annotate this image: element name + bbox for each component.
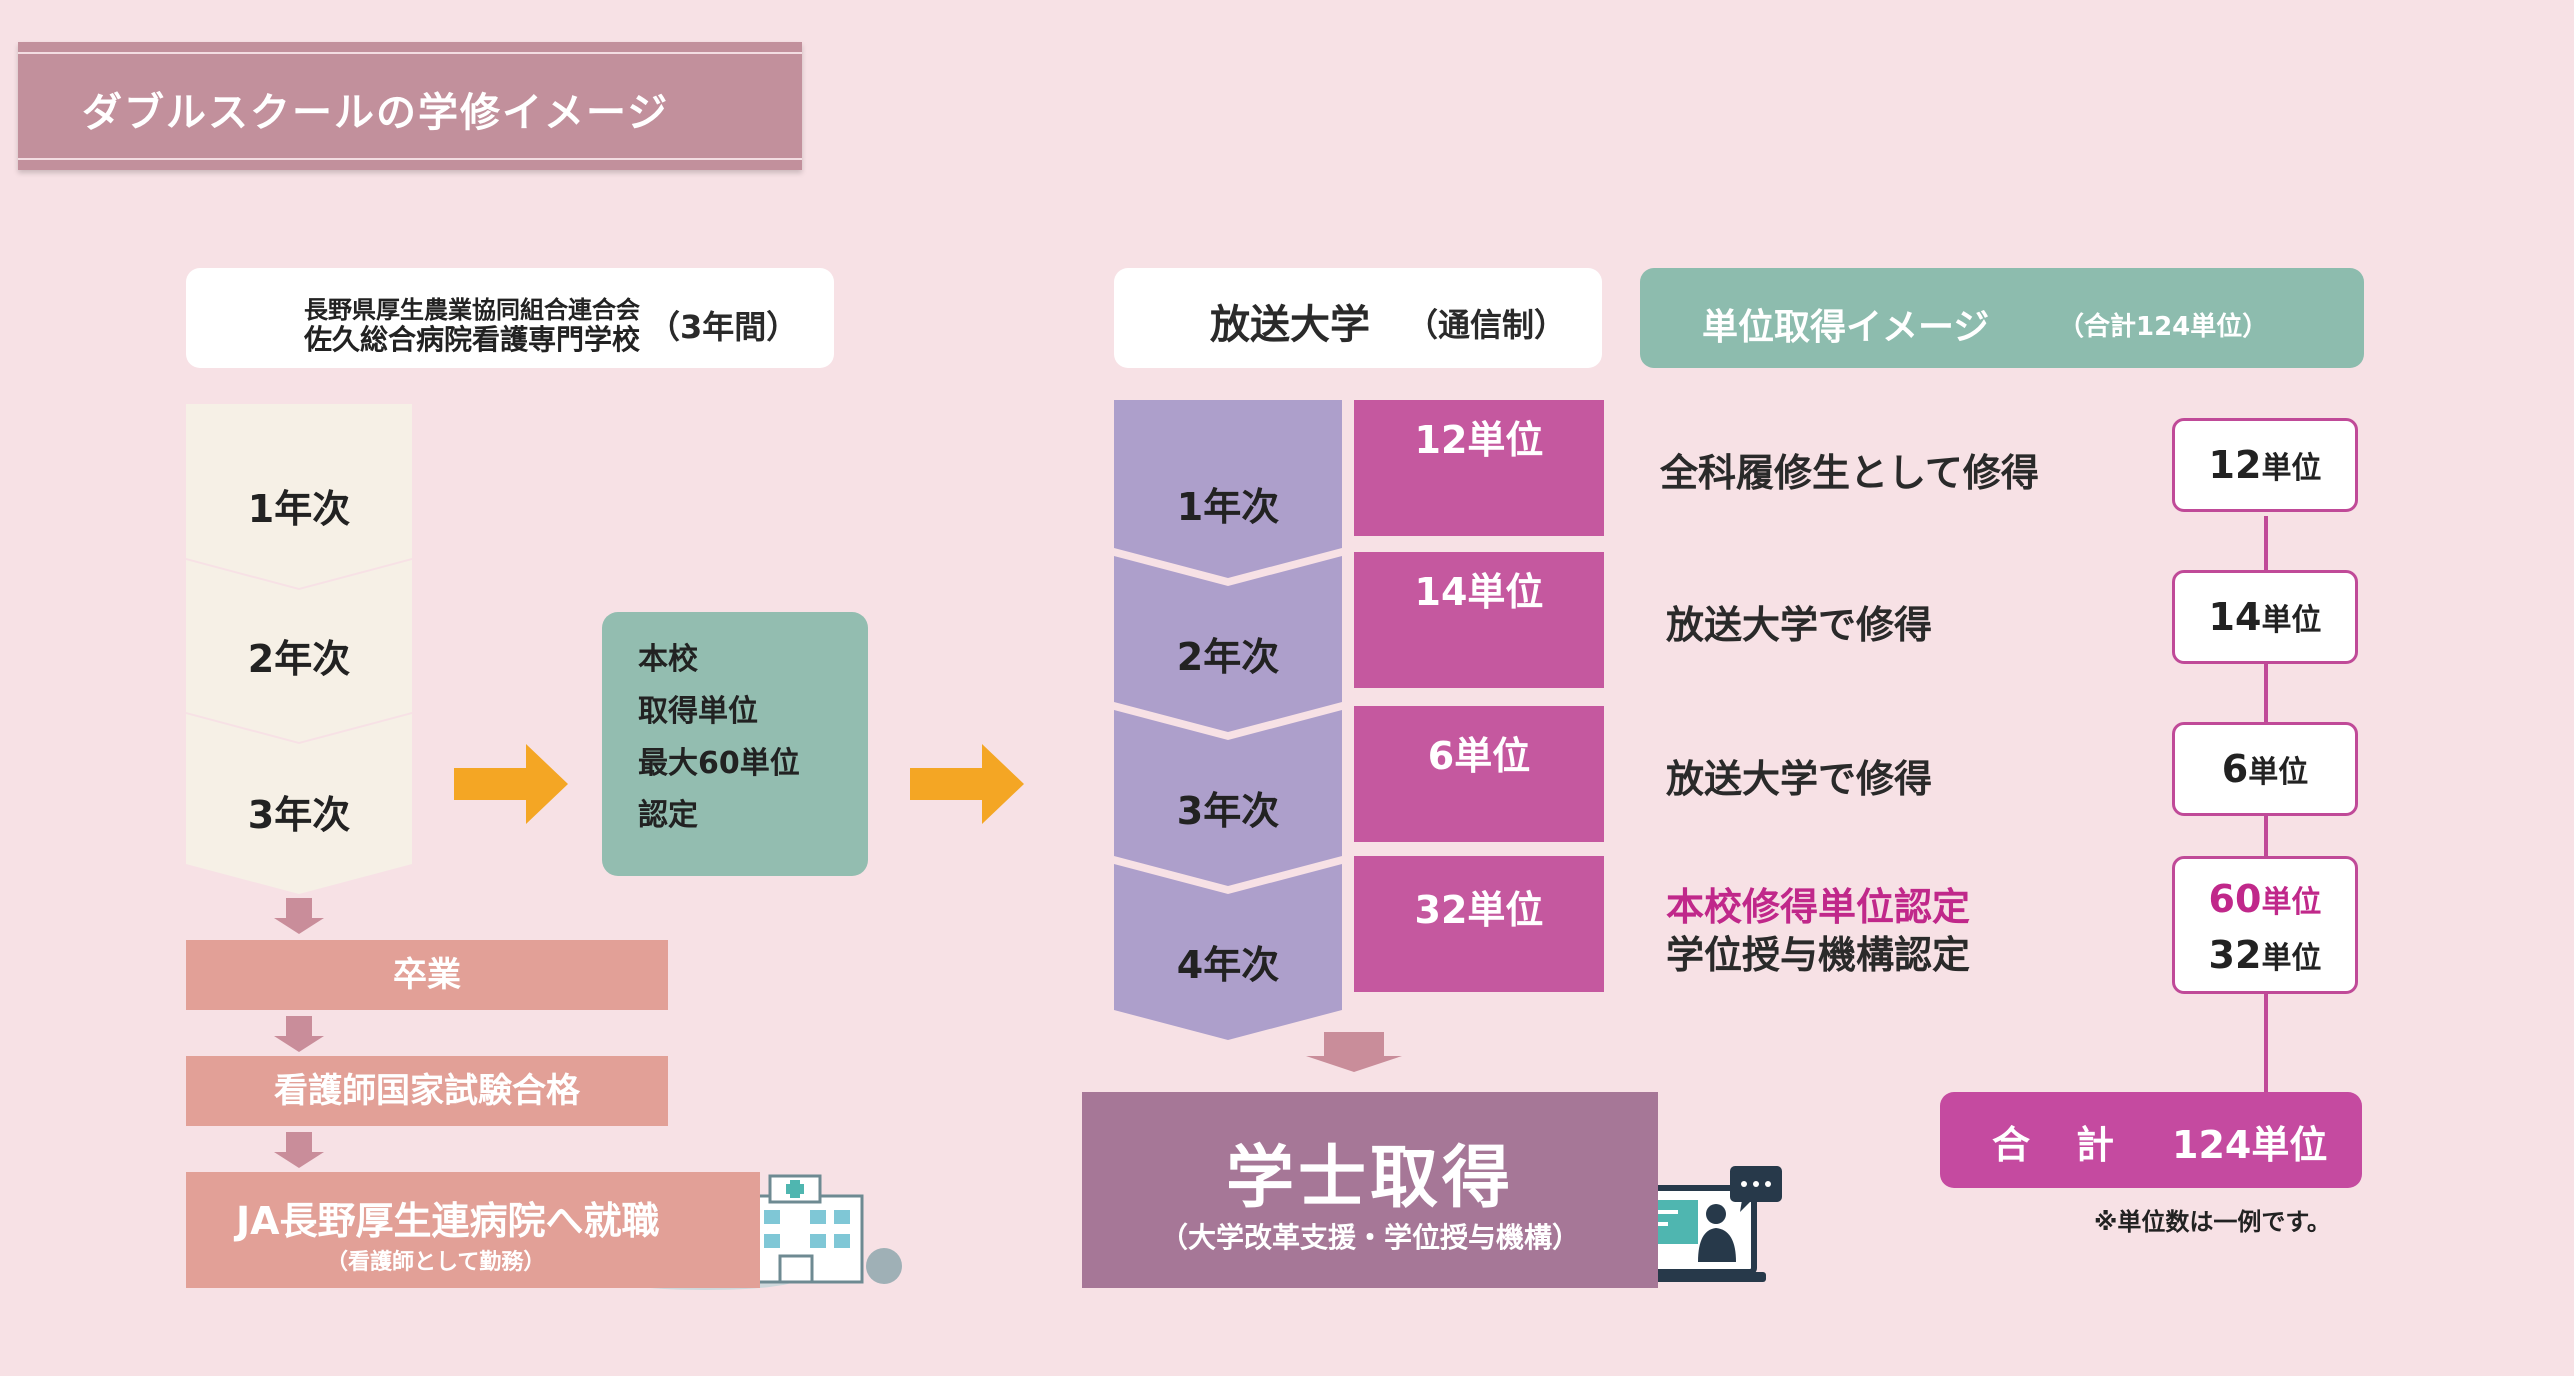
total-label: 合 計	[1992, 1123, 2119, 1167]
year1-credits: 12単位	[1354, 400, 1604, 536]
mid-year-label-4: 4年次	[1176, 943, 1280, 987]
graduation-step: 卒業	[186, 940, 668, 1010]
orange-arrow-2	[910, 744, 1024, 824]
desc-row4-line1: 本校修得単位認定	[1666, 885, 1971, 929]
year-chevron-mid-2	[1114, 556, 1342, 732]
degree-box: 学士取得 （大学改革支援・学位授与機構）	[1082, 1092, 1658, 1288]
page-title: ダブルスクールの学修イメージ	[82, 90, 670, 136]
year-chevron-left-3	[186, 714, 412, 894]
year-chevron-left-2	[186, 560, 412, 742]
credit-box-4a: 60単位	[2175, 875, 2355, 931]
credit-box-4a-unit: 単位	[2261, 885, 2322, 920]
credit-box-3-unit: 単位	[2248, 755, 2309, 790]
desc-row4-line2: 学位授与機構認定	[1666, 933, 1971, 977]
total-credits-box: 合 計 124単位	[1940, 1092, 2362, 1188]
credit-box-4b: 32単位	[2175, 931, 2355, 987]
job-step-title: JA長野厚生連病院へ就職	[236, 1199, 660, 1243]
year1-credits-text: 12単位	[1414, 418, 1544, 462]
exam-step: 看護師国家試験合格	[186, 1056, 668, 1126]
credit-box-4: 60単位 32単位	[2172, 856, 2358, 994]
credit-box-1: 12単位	[2172, 418, 2358, 512]
school-org-line2: 佐久総合病院看護専門学校	[304, 323, 641, 356]
year3-credits-text: 6単位	[1427, 734, 1531, 778]
job-step-note: （看護師として勤務）	[326, 1250, 546, 1275]
down-arrow-degree	[1306, 1032, 1402, 1072]
mid-year-label-2: 2年次	[1176, 635, 1280, 679]
credit-box-1-unit: 単位	[2261, 451, 2322, 486]
job-step: JA長野厚生連病院へ就職 （看護師として勤務）	[186, 1172, 760, 1288]
year2-credits-text: 14単位	[1414, 570, 1544, 614]
banner-line-top	[18, 52, 802, 54]
down-arrows-left	[274, 898, 324, 1168]
school-header-card: 長野県厚生農業協同組合連合会 佐久総合病院看護専門学校 （3年間）	[186, 268, 834, 368]
left-year-label-1: 1年次	[247, 487, 351, 531]
credit-box-4b-unit: 単位	[2261, 941, 2322, 976]
credit-box-4b-num: 32	[2208, 933, 2262, 977]
credit-box-2-num: 14	[2208, 595, 2262, 639]
year-chevron-mid-4	[1114, 864, 1342, 1040]
transfer-line-2: 取得単位	[638, 694, 758, 729]
year4-credits: 32単位	[1354, 856, 1604, 992]
mid-year-label-1: 1年次	[1176, 485, 1280, 529]
year-chevron-mid-1	[1114, 400, 1342, 578]
desc-row1: 全科履修生として修得	[1660, 451, 2039, 495]
year4-credits-text: 32単位	[1414, 888, 1544, 932]
credit-box-3-num: 6	[2221, 747, 2249, 791]
footnote: ※単位数は一例です。	[2094, 1208, 2331, 1236]
transfer-line-3: 最大60単位	[638, 746, 800, 781]
university-header-card: 放送大学 （通信制）	[1114, 268, 1602, 368]
page-title-banner: ダブルスクールの学修イメージ	[18, 42, 802, 170]
desc-row2: 放送大学で修得	[1666, 603, 1933, 647]
left-year-label-2: 2年次	[247, 637, 351, 681]
mid-year-label-3: 3年次	[1176, 789, 1280, 833]
transfer-line-4: 認定	[638, 798, 698, 833]
credit-box-3: 6単位	[2172, 722, 2358, 816]
university-name: 放送大学	[1210, 302, 1370, 348]
transfer-line-1: 本校	[638, 642, 698, 677]
left-year-label-3: 3年次	[247, 793, 351, 837]
year-chevron-mid-3	[1114, 710, 1342, 886]
total-value: 124単位	[2172, 1123, 2328, 1167]
school-duration: （3年間）	[648, 308, 799, 346]
university-type: （通信制）	[1406, 306, 1567, 344]
credit-transfer-box: 本校 取得単位 最大60単位 認定	[602, 612, 868, 876]
credit-image-header: 単位取得イメージ （合計124単位）	[1640, 268, 2364, 368]
credit-box-1-num: 12	[2208, 443, 2262, 487]
year-chevron-left-1	[186, 404, 412, 588]
school-org-line1: 長野県厚生農業協同組合連合会	[304, 296, 640, 324]
credit-box-2-unit: 単位	[2261, 603, 2322, 638]
degree-title: 学士取得	[1225, 1139, 1514, 1218]
credit-image-total: （合計124単位）	[2058, 312, 2269, 342]
year3-credits: 6単位	[1354, 706, 1604, 842]
credit-box-4a-num: 60	[2208, 877, 2262, 921]
degree-subtitle: （大学改革支援・学位授与機構）	[1159, 1221, 1580, 1254]
credit-box-2: 14単位	[2172, 570, 2358, 664]
desc-row3: 放送大学で修得	[1666, 757, 1933, 801]
year2-credits: 14単位	[1354, 552, 1604, 688]
banner-line-bottom	[18, 158, 802, 160]
orange-arrow-1	[454, 744, 568, 824]
credit-image-title: 単位取得イメージ	[1702, 307, 1990, 348]
